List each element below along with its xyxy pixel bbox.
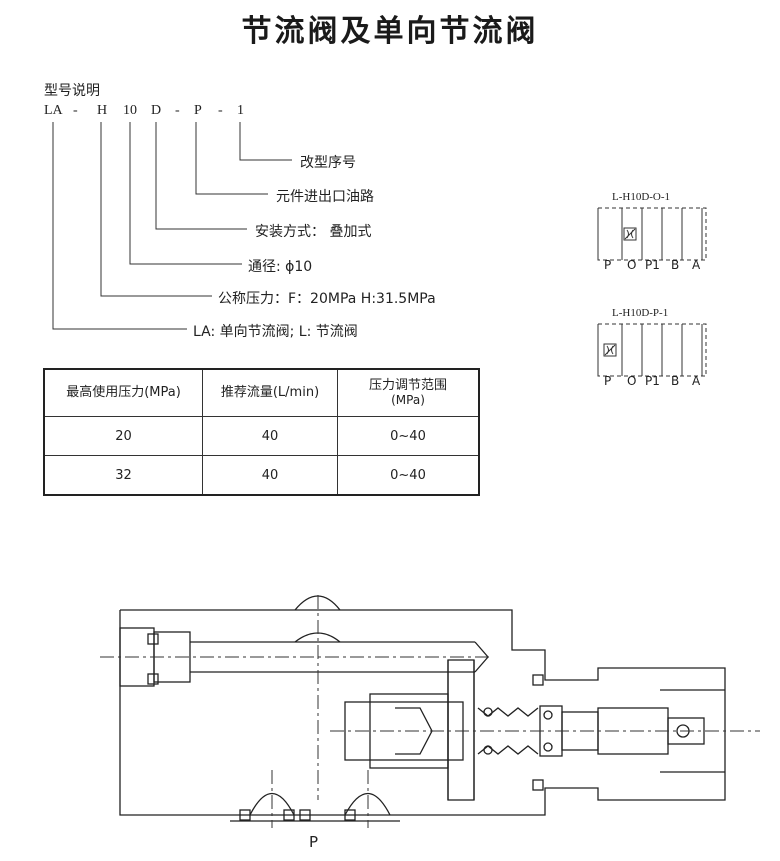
desc-type: LA: 单向节流阀; L: 节流阀 xyxy=(193,324,358,340)
symbol-2-label: L-H10D-P-1 xyxy=(612,307,669,319)
table-cell: 0~40 xyxy=(337,416,480,456)
page-title: 节流阀及单向节流阀 xyxy=(241,14,539,49)
symbol-2-port-a: A xyxy=(692,374,701,388)
desc-mounting: 安装方式： 叠加式 xyxy=(255,224,372,240)
symbol-2-port-p1: P1 xyxy=(645,374,660,388)
desc-revision: 改型序号 xyxy=(300,155,356,171)
model-leader-lines xyxy=(52,122,292,330)
model-heading: 型号说明 xyxy=(44,83,100,99)
code-1: 1 xyxy=(237,103,244,118)
symbol-1-port-b: B xyxy=(671,258,680,272)
code-dash-1: - xyxy=(73,103,78,118)
code-la: LA xyxy=(44,103,63,118)
symbol-1-port-a: A xyxy=(692,258,701,272)
symbol-1-port-p1: P1 xyxy=(645,258,660,272)
symbol-2-port-o: O xyxy=(627,374,637,388)
desc-pressure: 公称压力：F：20MPa H:31.5MPa xyxy=(218,291,436,307)
symbol-1-port-p: P xyxy=(604,258,612,272)
col-adjust-range: 压力调节范围 (MPa) xyxy=(337,368,480,417)
table-cell: 40 xyxy=(202,455,338,496)
code-dash-3: - xyxy=(218,103,223,118)
symbol-2-port-b: B xyxy=(671,374,680,388)
code-p: P xyxy=(194,103,202,118)
col-adjust-range-unit: (MPa) xyxy=(391,393,425,407)
code-10: 10 xyxy=(123,103,137,118)
symbol-1-label: L-H10D-O-1 xyxy=(612,191,671,203)
desc-diameter: 通径: ϕ10 xyxy=(248,259,313,275)
col-adjust-range-label: 压力调节范围 xyxy=(368,378,447,393)
table-row: 32 40 0~40 xyxy=(43,455,480,496)
table-cell: 0~40 xyxy=(337,455,480,496)
table-row: 20 40 0~40 xyxy=(43,416,480,456)
symbol-1-port-o: O xyxy=(627,258,637,272)
code-dash-2: - xyxy=(175,103,180,118)
symbol-1-diagram xyxy=(597,207,707,261)
code-d: D xyxy=(151,103,162,118)
spec-table: 最高使用压力(MPa) 推荐流量(L/min) 压力调节范围 (MPa) 20 … xyxy=(43,368,480,496)
col-flow: 推荐流量(L/min) xyxy=(202,368,338,417)
col-max-pressure: 最高使用压力(MPa) xyxy=(43,368,203,417)
symbol-2-diagram xyxy=(597,323,707,377)
table-header-row: 最高使用压力(MPa) 推荐流量(L/min) 压力调节范围 (MPa) xyxy=(43,368,480,417)
table-cell: 40 xyxy=(202,416,338,456)
table-cell: 32 xyxy=(43,455,203,496)
code-h: H xyxy=(97,103,108,118)
valve-cross-section-drawing xyxy=(100,595,760,828)
table-cell: 20 xyxy=(43,416,203,456)
desc-oil-path: 元件进出口油路 xyxy=(276,189,374,205)
drawing-port-p-label: P xyxy=(309,833,319,851)
symbol-2-port-p: P xyxy=(604,374,612,388)
